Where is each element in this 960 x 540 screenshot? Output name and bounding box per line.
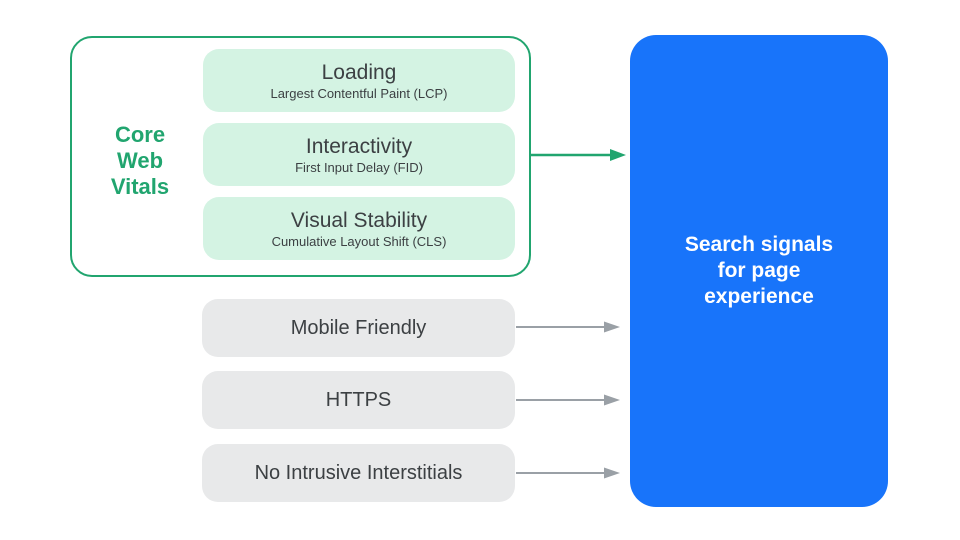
signal-label: No Intrusive Interstitials	[254, 461, 463, 484]
vital-subtitle: Largest Contentful Paint (LCP)	[270, 85, 448, 101]
signal-label: HTTPS	[325, 388, 392, 411]
core-web-vitals-label: Core Web Vitals	[110, 122, 170, 199]
result-label: Search signals for page experience	[684, 233, 834, 308]
vital-card-loading: Loading Largest Contentful Paint (LCP)	[203, 49, 515, 112]
signal-label: Mobile Friendly	[290, 316, 427, 339]
vital-subtitle: Cumulative Layout Shift (CLS)	[271, 233, 447, 249]
vital-title: Interactivity	[305, 134, 413, 158]
arrowhead-icon	[610, 149, 626, 161]
arrow-core-web-vitals-to-result	[530, 149, 626, 161]
vital-subtitle: First Input Delay (FID)	[295, 159, 423, 175]
vital-title: Visual Stability	[290, 208, 428, 232]
arrow-mobile-friendly-to-result	[516, 321, 620, 333]
arrow-no-intrusive-interstitials-to-result	[516, 467, 620, 479]
vital-title: Loading	[321, 60, 397, 84]
result-panel: Search signals for page experience	[630, 35, 888, 507]
vital-card-interactivity: Interactivity First Input Delay (FID)	[203, 123, 515, 186]
signal-card-no-intrusive-interstitials: No Intrusive Interstitials	[202, 444, 515, 502]
signal-card-https: HTTPS	[202, 371, 515, 429]
arrowhead-icon	[604, 467, 620, 479]
signal-card-mobile-friendly: Mobile Friendly	[202, 299, 515, 357]
arrowhead-icon	[604, 394, 620, 406]
arrowhead-icon	[604, 321, 620, 333]
arrow-https-to-result	[516, 394, 620, 406]
vital-card-visual-stability: Visual Stability Cumulative Layout Shift…	[203, 197, 515, 260]
